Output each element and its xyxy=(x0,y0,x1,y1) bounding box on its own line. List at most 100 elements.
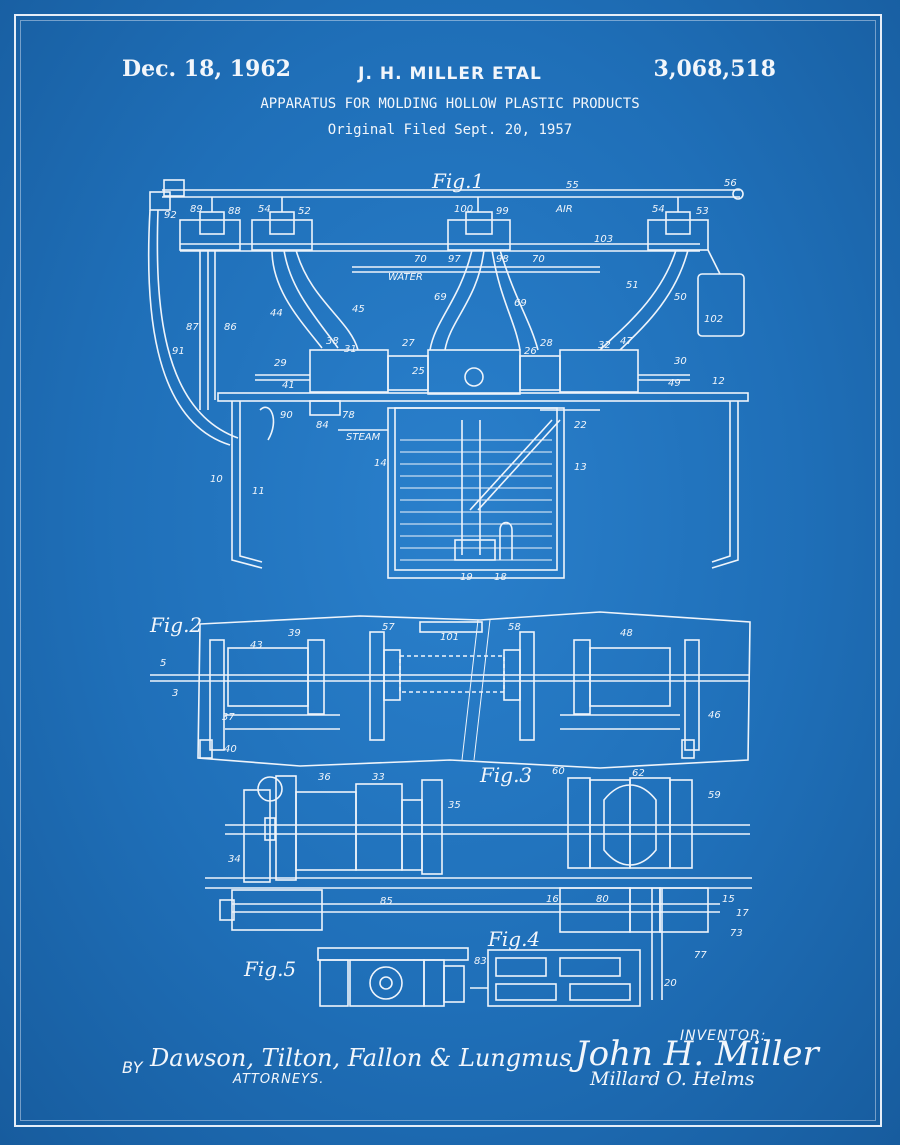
ref-69-left: 69 xyxy=(434,292,447,303)
attorneys-label: ATTORNEYS. xyxy=(233,1072,325,1087)
ref-30: 30 xyxy=(674,356,687,367)
ref-14: 14 xyxy=(374,458,387,469)
ref-41: 41 xyxy=(282,380,295,391)
ref-86: 86 xyxy=(224,322,237,333)
ref-73: 73 xyxy=(730,928,743,939)
figure-3 xyxy=(205,775,752,1000)
ref-48: 48 xyxy=(620,628,633,639)
ref-89: 89 xyxy=(190,204,203,215)
ref-13: 13 xyxy=(574,462,587,473)
patent-date: Dec. 18, 1962 xyxy=(122,56,291,82)
fig4-label: Fig.4 xyxy=(487,927,540,951)
patent-filed-date: Original Filed Sept. 20, 1957 xyxy=(327,122,573,138)
ref-52: 52 xyxy=(298,206,311,217)
ref-102: 102 xyxy=(704,314,723,325)
valve-left xyxy=(179,197,241,251)
figure-5 xyxy=(317,947,469,1007)
figure-2 xyxy=(150,611,751,769)
ref-32: 32 xyxy=(598,340,611,351)
ref-55: 55 xyxy=(566,180,579,191)
ref-43: 43 xyxy=(250,640,263,651)
ref-80: 80 xyxy=(596,894,609,905)
ref-22: 22 xyxy=(574,420,587,431)
outer-border xyxy=(14,14,882,1127)
inner-border xyxy=(20,20,876,1121)
ref-56: 56 xyxy=(724,178,737,189)
ref-15: 15 xyxy=(722,894,735,905)
air-label: AIR xyxy=(555,204,573,215)
ref-53: 53 xyxy=(696,206,709,217)
ref-20: 20 xyxy=(664,978,677,989)
ref-101: 101 xyxy=(440,632,459,643)
ref-28: 28 xyxy=(540,338,553,349)
ref-26: 26 xyxy=(524,346,537,357)
ref-45: 45 xyxy=(352,304,365,315)
ref-11: 11 xyxy=(252,486,265,497)
valve-right xyxy=(647,197,709,251)
patent-title: APPARATUS FOR MOLDING HOLLOW PLASTIC PRO… xyxy=(260,96,640,112)
fig5-label: Fig.5 xyxy=(243,957,296,981)
ref-77: 77 xyxy=(694,950,707,961)
ref-58: 58 xyxy=(508,622,521,633)
ref-10: 10 xyxy=(210,474,223,485)
patent-number: 3,068,518 xyxy=(653,56,776,82)
ref-54-right: 54 xyxy=(652,204,665,215)
attorney-by: BY xyxy=(122,1058,143,1077)
ref-97: 97 xyxy=(448,254,461,265)
ref-39: 39 xyxy=(288,628,301,639)
ref-59: 59 xyxy=(708,790,721,801)
ref-87: 87 xyxy=(186,322,199,333)
ref-50: 50 xyxy=(674,292,687,303)
ref-27: 27 xyxy=(402,338,415,349)
ref-103: 103 xyxy=(594,234,613,245)
ref-83: 83 xyxy=(474,956,487,967)
steam-label: STEAM xyxy=(346,432,381,443)
ref-85: 85 xyxy=(380,896,393,907)
figure-4 xyxy=(470,949,641,1007)
ref-16: 16 xyxy=(546,894,559,905)
ref-36: 36 xyxy=(318,772,331,783)
ref-31: 31 xyxy=(344,344,357,355)
ref-70-right: 70 xyxy=(532,254,545,265)
ref-5-top: 5 xyxy=(160,658,166,669)
ref-18: 18 xyxy=(494,572,507,583)
ref-12: 12 xyxy=(712,376,725,387)
fig3-label: Fig.3 xyxy=(479,763,532,787)
ref-90: 90 xyxy=(280,410,293,421)
valve-center xyxy=(447,197,511,251)
fig1-label: Fig.1 xyxy=(431,169,484,193)
ref-57: 57 xyxy=(382,622,395,633)
ref-99: 99 xyxy=(496,206,509,217)
ref-34: 34 xyxy=(228,854,241,865)
ref-91: 91 xyxy=(172,346,185,357)
ref-78: 78 xyxy=(342,410,355,421)
ref-25: 25 xyxy=(412,366,425,377)
ref-38: 38 xyxy=(326,336,339,347)
inventor-signature-2: Millard O. Helms xyxy=(590,1068,755,1090)
ref-54-left: 54 xyxy=(258,204,271,215)
ref-60: 60 xyxy=(552,766,565,777)
ref-62: 62 xyxy=(632,768,645,779)
figure-1 xyxy=(147,179,749,579)
attorney-signature: Dawson, Tilton, Fallon & Lungmus xyxy=(150,1044,572,1072)
fig2-label: Fig.2 xyxy=(149,613,202,637)
valve-left-2 xyxy=(251,197,313,251)
ref-40: 40 xyxy=(224,744,237,755)
ref-19: 19 xyxy=(460,572,473,583)
inventor-label: INVENTOR: xyxy=(680,1028,767,1044)
ref-3: 3 xyxy=(172,688,178,699)
ref-100: 100 xyxy=(454,204,473,215)
ref-33: 33 xyxy=(372,772,385,783)
ref-47: 47 xyxy=(620,336,633,347)
patent-inventors: J. H. MILLER ETAL xyxy=(358,64,542,84)
ref-69-right: 69 xyxy=(514,298,527,309)
ref-51: 51 xyxy=(626,280,639,291)
ref-98: 98 xyxy=(496,254,509,265)
ref-29: 29 xyxy=(274,358,287,369)
ref-17: 17 xyxy=(736,908,749,919)
ref-46: 46 xyxy=(708,710,721,721)
ref-92: 92 xyxy=(164,210,177,221)
tank-coils xyxy=(400,439,552,561)
ref-44: 44 xyxy=(270,308,283,319)
